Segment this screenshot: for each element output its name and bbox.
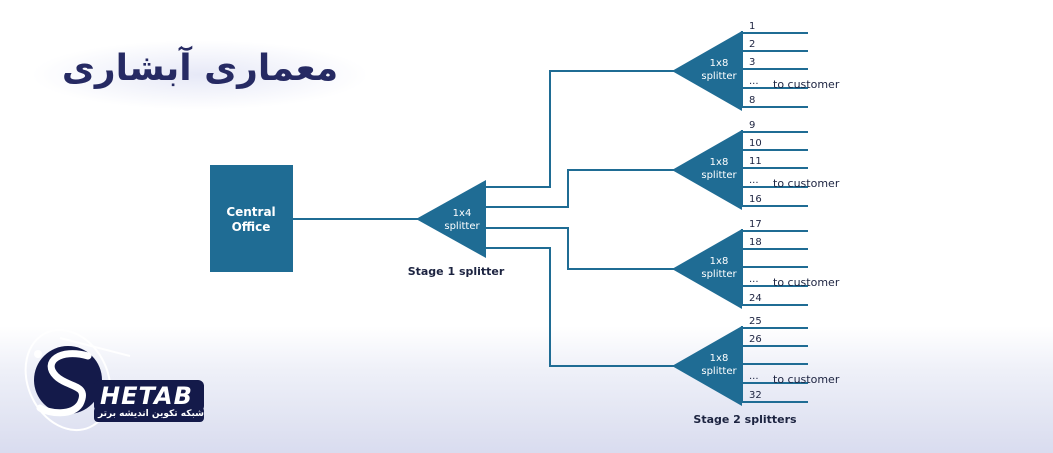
distribution-fiber-4	[486, 247, 674, 367]
stage1-splitter-ratio: 1x4	[453, 208, 472, 219]
stage2-splitter-triangle-4	[672, 326, 742, 406]
logo-s-mark	[36, 350, 92, 417]
to-customer-label-2: to customer	[773, 177, 840, 190]
distribution-fiber-1	[486, 70, 674, 188]
stage2-splitter-triangle-1	[672, 31, 742, 111]
port-label-3-4: ...	[749, 274, 759, 285]
to-customer-label-1: to customer	[773, 78, 840, 91]
stage2-splitter-triangle-3	[672, 229, 742, 309]
stage2-splitter-ratio-3: 1x8	[710, 256, 729, 267]
logo-orbit-ring	[24, 328, 112, 432]
port-label-2-4: ...	[749, 175, 759, 186]
stage1-caption: Stage 1 splitter	[408, 265, 505, 278]
port-label-4-2: 26	[749, 334, 762, 345]
central-office-label-line1: Central	[226, 205, 275, 219]
stage2-splitter-ratio-1: 1x8	[710, 58, 729, 69]
stage1-splitter-word: splitter	[444, 221, 480, 232]
stage2-splitter-triangle-2	[672, 130, 742, 210]
port-label-1-3: 3	[749, 57, 755, 68]
port-label-4-1: 25	[749, 316, 762, 327]
logo-brand-text: HETAB	[100, 382, 193, 410]
distribution-fiber-3	[486, 227, 674, 270]
central-office-label-line2: Office	[232, 220, 271, 234]
stage2-splitter-word-1: splitter	[701, 71, 737, 82]
port-label-1-4: ...	[749, 76, 759, 87]
stage2-splitter-ratio-2: 1x8	[710, 157, 729, 168]
port-label-2-1: 9	[749, 120, 755, 131]
port-label-1-2: 2	[749, 39, 755, 50]
port-label-3-5: 24	[749, 293, 762, 304]
port-label-3-1: 17	[749, 219, 762, 230]
stage2-splitters: 1x8 splitter 1 2 3... 8 to customer 1x8 splitter…	[672, 21, 840, 406]
distribution-fiber-2	[486, 169, 674, 208]
stage1-splitter-triangle	[416, 180, 486, 258]
shetab-logo	[24, 328, 204, 432]
port-label-2-3: 11	[749, 156, 762, 167]
title-glow	[30, 40, 370, 110]
logo-tagline: شبکه تکوین اندیشه برتر	[98, 409, 204, 419]
to-customer-label-3: to customer	[773, 276, 840, 289]
port-label-1-1: 1	[749, 21, 755, 32]
logo-dot	[34, 350, 42, 358]
stage2-splitter-word-4: splitter	[701, 366, 737, 377]
port-label-3-2: 18	[749, 237, 762, 248]
page-title: معماری آبشاری	[61, 48, 339, 89]
to-customer-label-4: to customer	[773, 373, 840, 386]
port-label-1-5: 8	[749, 95, 755, 106]
stage2-splitter-word-2: splitter	[701, 170, 737, 181]
port-label-2-2: 10	[749, 138, 762, 149]
logo-swoosh	[59, 337, 131, 357]
port-label-4-4: ...	[749, 371, 759, 382]
port-label-2-5: 16	[749, 194, 762, 205]
logo-tagline-band	[94, 407, 204, 422]
port-label-4-5: 32	[749, 390, 762, 401]
stage2-splitter-word-3: splitter	[701, 269, 737, 280]
stage2-caption: Stage 2 splitters	[693, 413, 797, 426]
logo-text-band	[94, 380, 204, 412]
stage2-splitter-ratio-4: 1x8	[710, 353, 729, 364]
central-office-box	[210, 165, 293, 272]
